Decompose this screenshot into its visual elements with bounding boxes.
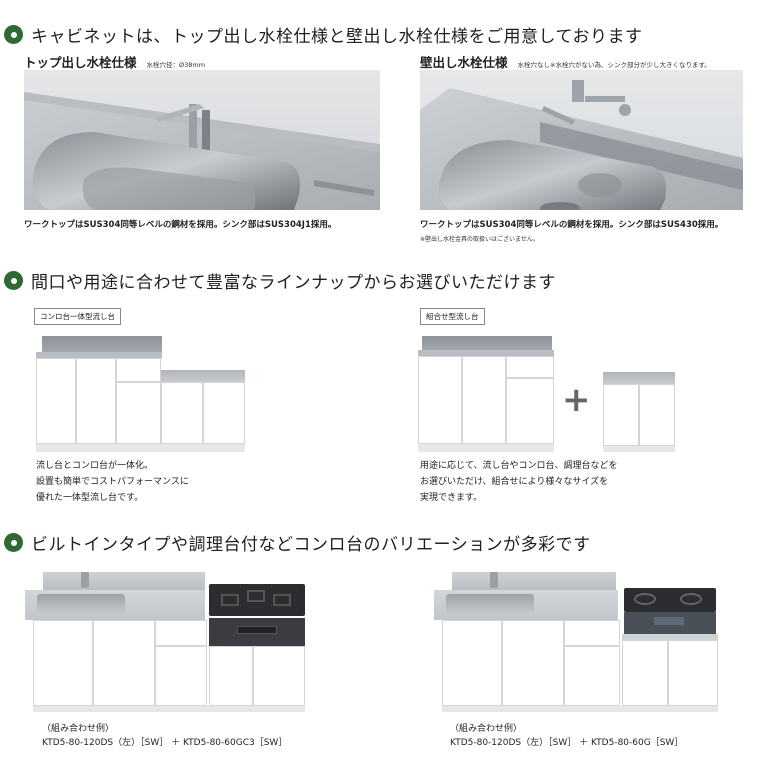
cabinet-drawer [564,620,620,646]
cabinet-door [502,620,564,706]
cabinet-door [33,620,93,706]
backsplash [422,336,552,352]
bullet-icon [4,271,23,290]
backsplash [42,336,162,356]
cabinet-door [155,646,207,706]
gas-cooktop [209,584,305,616]
desc-line: 用途に応じて、流し台やコンロ台、調理台などを [420,461,618,471]
cabinet-door [462,356,506,444]
wall-faucet-footnote: ※壁出し水栓金具の取扱いはございません。 [420,236,539,243]
desc-line: 優れた一体型流し台です。 [36,493,144,503]
combination-type-description: 用途に応じて、流し台やコンロ台、調理台などを お選びいただけ、組合せにより様々な… [420,458,618,506]
burner-icon [273,594,291,606]
cabinet-door [418,356,462,444]
grill-window [654,617,684,625]
integrated-type-tag: コンロ台一体型流し台 [34,308,121,325]
section-3-title: ビルトインタイプや調理台付などコンロ台のバリエーションが多彩です [31,535,591,555]
sink-bowl [446,594,534,614]
wall-faucet-label: 壁出し水栓仕様水栓穴なし※水栓穴がない為、シンク部分が少し大きくなります。 [420,52,711,71]
stove-stand-top [622,634,718,640]
integrated-cabinet-illustration [36,336,248,452]
wall-faucet-sink-photo [420,70,743,210]
table-stove-kitchen-illustration [434,572,720,712]
faucet-icon [81,572,89,588]
top-faucet-note: 水栓穴径：Ø38mm [146,60,206,69]
faucet-icon [490,572,498,588]
cabinet-plinth [418,444,554,452]
section-1-title: キャビネットは、トップ出し水栓仕様と壁出し水栓仕様をご用意しております [31,27,643,47]
worktop [603,372,675,384]
cabinet-door [76,358,116,444]
wall-faucet-note: 水栓穴なし※水栓穴がない為、シンク部分が少し大きくなります。 [517,60,711,69]
model-number: KTD5-80-120DS（左）［SW］ ＋ KTD5-80-60G［SW］ [450,738,684,748]
bullet-icon [4,25,23,44]
sink-cabinet-illustration [418,336,554,452]
cabinet-plinth [36,444,245,452]
stove-worktop [161,370,245,382]
top-faucet-label: トップ出し水栓仕様水栓穴径：Ø38mm [24,52,205,71]
cabinet-door [622,640,668,706]
cabinet-door [93,620,155,706]
cabinet-door [116,382,161,444]
cabinet-door [564,646,620,706]
left-combination-example: （組み合わせ例） KTD5-80-120DS（左）［SW］ ＋ KTD5-80-… [42,722,287,750]
base-cabinet-illustration [603,372,675,452]
sink-illustration-icon [24,70,380,210]
cabinet-drawer [506,356,554,378]
integrated-type-description: 流し台とコンロ台が一体化。 設置も簡単でコストパフォーマンスに 優れた一体型流し… [36,458,189,506]
wall-faucet-caption: ワークトップはSUS304同等レベルの鋼材を採用。シンク部はSUS430採用。 [420,220,724,230]
plus-icon: + [562,380,591,420]
cabinet-plinth [442,706,718,712]
top-faucet-sink-photo [24,70,380,210]
model-number: KTD5-80-120DS（左）［SW］ ＋ KTD5-80-60GC3［SW］ [42,738,288,748]
sink-illustration-icon [420,70,743,210]
desc-line: 流し台とコンロ台が一体化。 [36,461,154,471]
cabinet-door [161,382,203,444]
desc-line: お選びいただけ、組合せにより様々なサイズを [420,477,609,487]
desc-line: 設置も簡単でコストパフォーマンスに [36,477,189,487]
combination-type-tag: 組合せ型流し台 [420,308,485,325]
cabinet-door [253,646,305,706]
cabinet-drawer [155,620,207,646]
example-label: （組み合わせ例） [450,724,523,734]
wall-faucet-label-text: 壁出し水栓仕様 [420,55,508,70]
bullet-icon [4,533,23,552]
section-2-title: 間口や用途に合わせて豊富なラインナップからお選びいただけます [31,273,556,293]
gas-table-stove [624,588,716,612]
cabinet-door [36,358,76,444]
section-3-heading: ビルトインタイプや調理台付などコンロ台のバリエーションが多彩です [4,530,591,555]
builtin-stove-kitchen-illustration [25,572,309,712]
burner-icon [247,590,265,602]
cabinet-plinth [603,446,675,452]
right-combination-example: （組み合わせ例） KTD5-80-120DS（左）［SW］ ＋ KTD5-80-… [450,722,683,750]
cabinet-door [639,384,675,446]
cabinet-door [668,640,718,706]
cabinet-door [506,378,554,444]
top-faucet-caption: ワークトップはSUS304同等レベルの鋼材を採用。シンク部はSUS304J1採用… [24,220,337,230]
burner-icon [680,593,702,605]
desc-line: 実現できます。 [420,493,483,503]
sink-bowl [37,594,125,614]
cabinet-door [203,382,245,444]
grill-panel [209,618,305,646]
sink-worktop [418,350,554,356]
cabinet-drawer [116,358,161,382]
stove-control-panel [624,612,716,634]
example-label: （組み合わせ例） [42,724,115,734]
cabinet-plinth [33,706,305,712]
burner-icon [634,593,656,605]
cabinet-door [209,646,253,706]
sink-worktop [36,352,162,358]
grill-window [237,626,277,634]
cabinet-door [603,384,639,446]
burner-icon [221,594,239,606]
cabinet-door [442,620,502,706]
top-faucet-label-text: トップ出し水栓仕様 [24,55,137,70]
section-2-heading: 間口や用途に合わせて豊富なラインナップからお選びいただけます [4,268,556,293]
section-1-heading: キャビネットは、トップ出し水栓仕様と壁出し水栓仕様をご用意しております [4,22,642,47]
